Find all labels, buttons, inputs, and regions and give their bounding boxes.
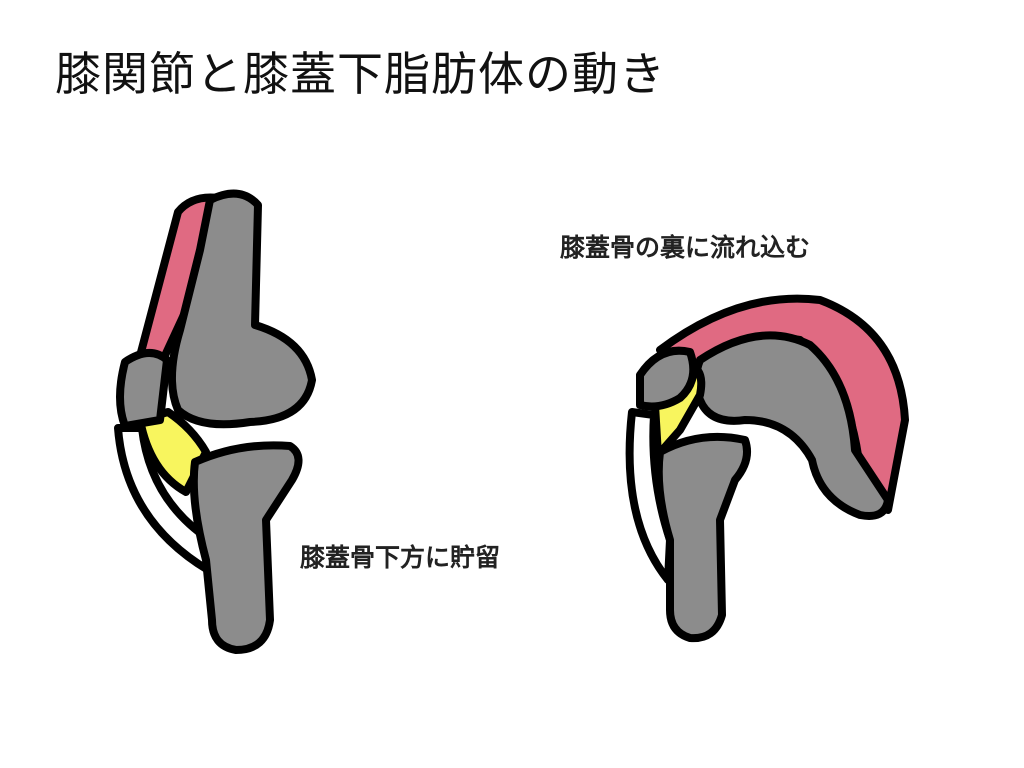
fat-pad (136, 408, 210, 496)
tibia (189, 441, 303, 654)
slide-title: 膝関節と膝蓋下脂肪体の動き (55, 47, 666, 101)
femur (692, 331, 892, 520)
knee-flexed (625, 294, 909, 643)
tibia (654, 432, 751, 643)
femur (168, 189, 316, 429)
patella (116, 349, 171, 430)
knee-extended (114, 189, 316, 654)
label-flexion: 膝蓋骨の裏に流れ込む (560, 233, 811, 262)
label-extension: 膝蓋骨下方に貯留 (300, 543, 501, 572)
patella (636, 346, 698, 411)
